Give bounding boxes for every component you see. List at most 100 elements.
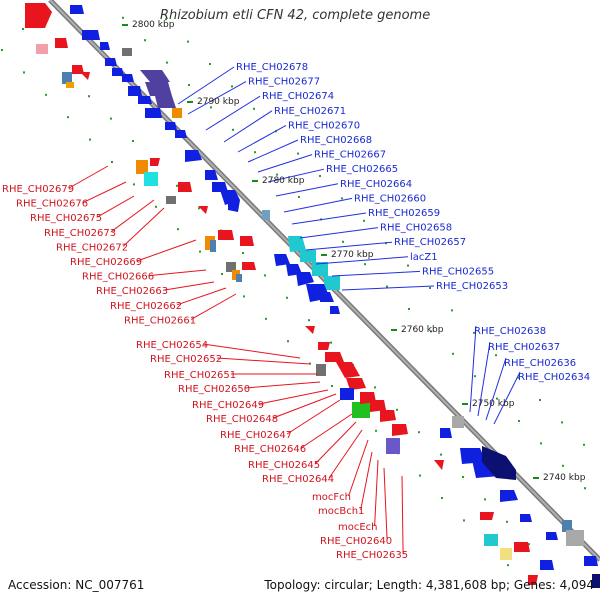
- gene-label[interactable]: RHE_CH02654: [136, 340, 208, 351]
- feature[interactable]: [386, 438, 400, 454]
- reverse-gene[interactable]: [370, 400, 386, 412]
- forward-gene[interactable]: [320, 292, 334, 302]
- feature[interactable]: [562, 520, 572, 532]
- gene-label[interactable]: RHE_CH02660: [354, 193, 426, 204]
- feature[interactable]: [136, 160, 148, 174]
- reverse-gene[interactable]: [346, 378, 366, 390]
- reverse-gene[interactable]: [55, 38, 68, 48]
- gene-label[interactable]: RHE_CH02658: [380, 223, 452, 234]
- forward-gene[interactable]: [122, 74, 134, 82]
- gene-label[interactable]: RHE_CH02645: [248, 460, 320, 471]
- forward-gene[interactable]: [70, 5, 84, 14]
- forward-gene[interactable]: [330, 306, 340, 314]
- gene-label[interactable]: RHE_CH02678: [236, 62, 308, 73]
- reverse-gene[interactable]: [218, 230, 234, 240]
- forward-gene[interactable]: [482, 446, 516, 480]
- reverse-gene[interactable]: [305, 326, 315, 334]
- feature[interactable]: [484, 534, 498, 546]
- reverse-gene[interactable]: [514, 542, 530, 552]
- feature[interactable]: [566, 530, 584, 546]
- gene-label[interactable]: RHE_CH02657: [394, 237, 466, 248]
- feature[interactable]: [592, 574, 600, 588]
- forward-gene[interactable]: [584, 556, 598, 566]
- reverse-gene[interactable]: [528, 575, 538, 585]
- forward-gene[interactable]: [140, 70, 170, 82]
- feature[interactable]: [352, 402, 370, 418]
- reverse-gene[interactable]: [318, 342, 330, 350]
- forward-gene[interactable]: [175, 130, 187, 138]
- reverse-gene[interactable]: [240, 236, 254, 246]
- gene-label[interactable]: RHE_CH02648: [206, 414, 278, 425]
- gene-label[interactable]: RHE_CH02663: [96, 286, 168, 297]
- gene-label[interactable]: RHE_CH02662: [110, 301, 182, 312]
- forward-gene[interactable]: [145, 82, 172, 96]
- gene-label[interactable]: mocFch: [312, 492, 351, 503]
- feature[interactable]: [62, 72, 72, 84]
- gene-label[interactable]: RHE_CH02661: [124, 315, 196, 326]
- reverse-gene[interactable]: [198, 206, 208, 214]
- forward-gene[interactable]: [296, 272, 314, 286]
- gene-label[interactable]: RHE_CH02637: [488, 342, 560, 353]
- gene-label[interactable]: RHE_CH02640: [320, 536, 392, 547]
- gene-label[interactable]: RHE_CH02647: [220, 430, 292, 441]
- forward-gene[interactable]: [145, 108, 162, 118]
- reverse-gene[interactable]: [434, 460, 444, 470]
- reverse-gene[interactable]: [72, 65, 84, 74]
- gene-label[interactable]: RHE_CH02659: [368, 208, 440, 219]
- gene-label[interactable]: RHE_CH02653: [436, 281, 508, 292]
- feature[interactable]: [262, 210, 270, 220]
- forward-gene[interactable]: [82, 30, 100, 40]
- forward-gene[interactable]: [138, 96, 152, 104]
- reverse-gene[interactable]: [178, 182, 192, 192]
- gene-label[interactable]: mocBch1: [318, 506, 364, 517]
- feature[interactable]: [226, 262, 236, 272]
- gene-label[interactable]: RHE_CH02655: [422, 266, 494, 277]
- forward-gene[interactable]: [288, 236, 306, 252]
- feature[interactable]: [210, 240, 216, 252]
- feature[interactable]: [122, 48, 132, 56]
- gene-label[interactable]: RHE_CH02674: [262, 91, 334, 102]
- gene-label[interactable]: RHE_CH02665: [326, 164, 398, 175]
- forward-gene[interactable]: [520, 514, 532, 522]
- reverse-gene[interactable]: [480, 512, 494, 520]
- gene-label[interactable]: RHE_CH02675: [30, 213, 102, 224]
- forward-gene[interactable]: [165, 122, 177, 130]
- feature[interactable]: [172, 108, 182, 118]
- feature[interactable]: [312, 262, 328, 276]
- gene-label[interactable]: RHE_CH02667: [314, 150, 386, 161]
- forward-gene[interactable]: [274, 254, 290, 266]
- gene-label[interactable]: RHE_CH02670: [288, 120, 360, 131]
- gene-label[interactable]: RHE_CH02644: [262, 474, 334, 485]
- reverse-gene[interactable]: [25, 3, 52, 28]
- gene-label[interactable]: RHE_CH02666: [82, 272, 154, 283]
- gene-label[interactable]: lacZ1: [410, 252, 438, 263]
- feature[interactable]: [166, 196, 176, 204]
- forward-gene[interactable]: [155, 96, 176, 108]
- reverse-gene[interactable]: [80, 72, 90, 80]
- forward-gene[interactable]: [546, 532, 558, 540]
- gene-label[interactable]: RHE_CH02669: [70, 257, 142, 268]
- gene-label[interactable]: RHE_CH02635: [336, 550, 408, 561]
- feature[interactable]: [452, 416, 464, 428]
- feature[interactable]: [144, 172, 158, 186]
- gene-label[interactable]: RHE_CH02676: [16, 199, 88, 210]
- forward-gene[interactable]: [228, 200, 240, 212]
- reverse-gene[interactable]: [336, 362, 360, 378]
- gene-label[interactable]: RHE_CH02664: [340, 179, 412, 190]
- forward-gene[interactable]: [500, 490, 518, 502]
- gene-label[interactable]: RHE_CH02668: [300, 135, 372, 146]
- forward-gene[interactable]: [128, 86, 142, 96]
- forward-gene[interactable]: [205, 170, 218, 180]
- feature[interactable]: [300, 250, 316, 262]
- feature[interactable]: [66, 82, 74, 88]
- feature[interactable]: [340, 388, 354, 400]
- forward-gene[interactable]: [112, 68, 124, 76]
- reverse-gene[interactable]: [242, 262, 256, 270]
- gene-label[interactable]: RHE_CH02673: [44, 228, 116, 239]
- feature[interactable]: [236, 274, 242, 282]
- reverse-gene[interactable]: [36, 44, 48, 54]
- gene-label[interactable]: RHE_CH02677: [248, 77, 320, 88]
- reverse-gene[interactable]: [392, 424, 408, 436]
- forward-gene[interactable]: [100, 42, 110, 50]
- reverse-gene[interactable]: [150, 158, 160, 166]
